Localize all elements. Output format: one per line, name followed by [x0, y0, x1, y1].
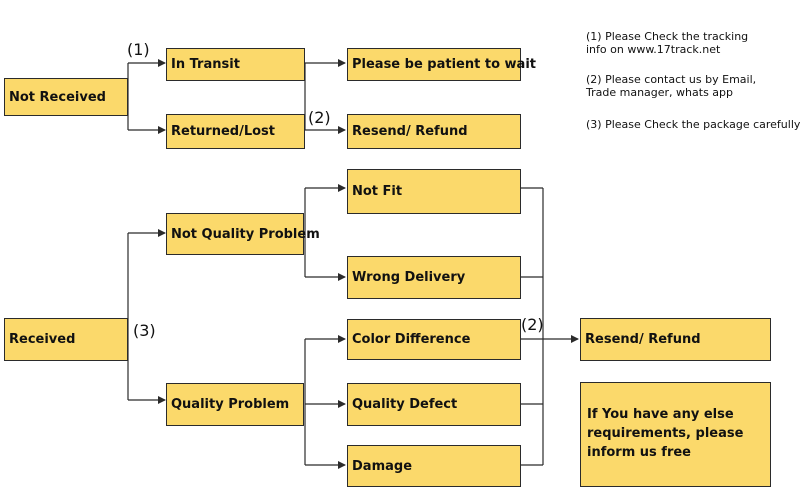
not-quality-problem-box: Not Quality Problem: [166, 213, 320, 255]
color-difference-box: Color Difference: [347, 319, 521, 360]
resend-refund-bottom-box: Resend/ Refund: [580, 318, 771, 361]
else-requirements-box: If You have any else requirements, pleas…: [580, 382, 771, 487]
patient-wait-box: Please be patient to wait: [347, 48, 536, 81]
in-transit-box: In Transit: [166, 48, 305, 81]
note-2-line-2: Trade manager, whats app: [586, 86, 734, 99]
note-1-line-1: (1) Please Check the tracking: [586, 30, 749, 43]
marker-1: (1): [127, 40, 150, 59]
marker-3: (3): [133, 321, 156, 340]
note-1-line-2: info on www.17track.net: [586, 43, 721, 56]
damage-box: Damage: [347, 445, 521, 487]
returned-lost-box: Returned/Lost: [166, 114, 305, 149]
quality-defect-box: Quality Defect: [347, 383, 521, 426]
marker-2-top: (2): [308, 108, 331, 127]
quality-problem-box: Quality Problem: [166, 383, 304, 426]
resend-refund-top-box: Resend/ Refund: [347, 114, 521, 149]
not-fit-box: Not Fit: [347, 169, 521, 214]
note-2-line-1: (2) Please contact us by Email,: [586, 73, 757, 86]
note-3: (3) Please Check the package carefully: [586, 118, 800, 131]
marker-2-bottom: (2): [521, 315, 544, 334]
wrong-delivery-box: Wrong Delivery: [347, 256, 521, 299]
received-box: Received: [4, 318, 128, 361]
not-received-box: Not Received: [4, 78, 128, 116]
